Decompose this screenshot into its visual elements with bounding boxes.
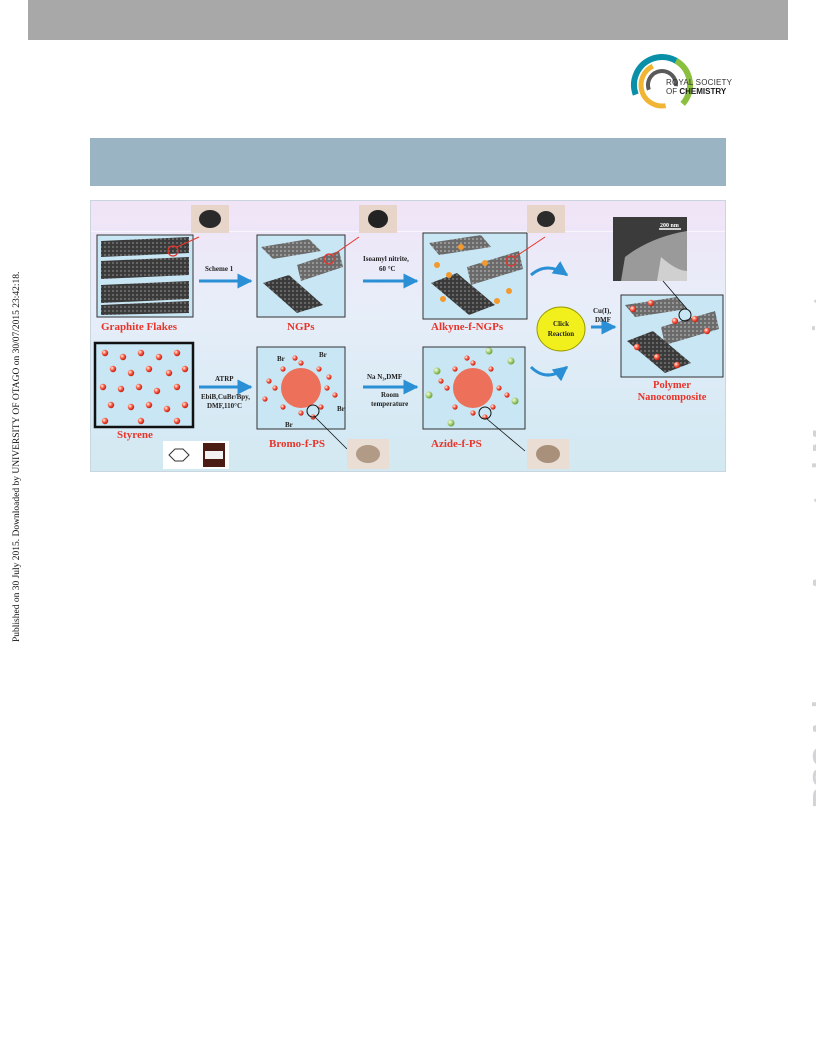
bromo-panel: Br Br Br Br	[256, 346, 348, 450]
arrow-isoamyl-label-1: Isoamyl nitrite,	[363, 255, 409, 263]
scheme-svg: Graphite Flakes Scheme 1 NGPs Isoamyl ni…	[91, 205, 725, 471]
arrow-atrp-cond-2: DMF,110°C	[207, 402, 242, 410]
arrow-cu-label-2: DMF	[595, 316, 611, 324]
sem-image: 200 nm	[613, 217, 687, 281]
arrow-room-label-1: Room	[381, 391, 399, 399]
scale-bar-label: 200 nm	[660, 223, 679, 229]
accepted-manuscript-watermark: RSC Advances Accepted Manuscript	[808, 296, 816, 808]
download-note: Published on 30 July 2015. Downloaded by…	[12, 271, 22, 642]
label-styrene: Styrene	[117, 429, 153, 441]
br-label-3: Br	[337, 405, 345, 413]
label-polymer-2: Nanocomposite	[638, 392, 707, 403]
arrow-atrp-label: ATRP	[215, 375, 234, 383]
br-label-4: Br	[285, 421, 293, 429]
reaction-scheme-figure: Graphite Flakes Scheme 1 NGPs Isoamyl ni…	[90, 200, 726, 472]
nanocomposite-panel	[620, 280, 724, 378]
label-azide: Azide-f-PS	[431, 438, 482, 450]
label-alkyne: Alkyne-f-NGPs	[431, 321, 504, 333]
br-label-1: Br	[277, 355, 285, 363]
br-label-2: Br	[319, 351, 327, 359]
azide-panel	[422, 346, 526, 452]
header-bar	[28, 0, 788, 40]
graphite-panel	[96, 205, 229, 318]
rsc-logo	[631, 54, 693, 116]
alkyne-panel	[422, 205, 565, 320]
arrow-isoamyl-label-2: 60 °C	[379, 265, 396, 273]
ngps-panel	[256, 205, 397, 318]
arrow-atrp-cond-1: EbiB,CuBr/Bpy,	[201, 393, 250, 401]
click-label-1: Click	[553, 320, 569, 328]
styrene-panel	[93, 341, 195, 429]
logo-text: ROYAL SOCIETY OF CHEMISTRY	[666, 78, 733, 96]
label-graphite: Graphite Flakes	[101, 321, 178, 333]
arrow-nan3-label: Na N₃,DMF	[367, 373, 402, 381]
label-bromo: Bromo-f-PS	[269, 438, 325, 450]
click-label-2: Reaction	[548, 330, 575, 338]
title-box	[90, 138, 726, 186]
click-reaction-badge: Click Reaction	[536, 306, 586, 352]
arrow-cu-label-1: Cu(I),	[593, 307, 611, 315]
label-polymer-1: Polymer	[653, 380, 691, 391]
arrow-room-label-2: temperature	[371, 400, 408, 408]
arrow-scheme-label: Scheme 1	[205, 265, 234, 273]
label-ngps: NGPs	[287, 321, 315, 333]
